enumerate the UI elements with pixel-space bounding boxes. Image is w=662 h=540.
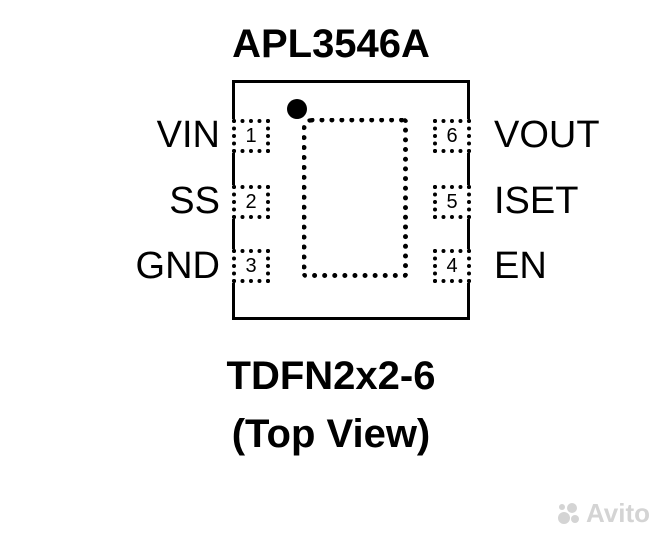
pin-2: 2: [232, 185, 270, 219]
package-name: TDFN2x2-6: [226, 354, 436, 398]
view-label: (Top View): [231, 412, 431, 456]
exposed-thermal-pad: [302, 118, 408, 278]
watermark: Avito: [556, 498, 650, 529]
pin1-indicator-dot: [287, 99, 307, 119]
pin-1: 1: [232, 119, 270, 153]
pin-3: 3: [232, 249, 270, 283]
pin-label-5: ISET: [494, 180, 579, 222]
pin-label-6: VOUT: [494, 114, 600, 156]
pin-5: 5: [433, 185, 471, 219]
pin-label-4: EN: [494, 245, 547, 287]
pin-label-2: SS: [169, 180, 220, 222]
avito-logo-icon: [558, 502, 579, 524]
pin-4: 4: [433, 249, 471, 283]
pin-label-3: GND: [135, 245, 220, 287]
watermark-text: Avito: [586, 498, 651, 528]
chip-title: APL3546A: [232, 22, 430, 66]
pin-label-1: VIN: [156, 114, 220, 156]
pin-6: 6: [433, 119, 471, 153]
